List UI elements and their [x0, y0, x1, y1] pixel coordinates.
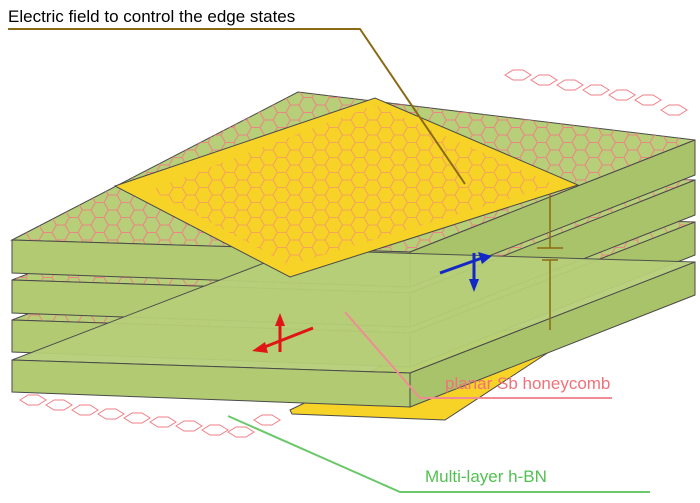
leader-electric-field — [8, 28, 466, 185]
spin-arrow-red-icon — [252, 313, 314, 353]
hbn-layer-base — [11, 249, 696, 408]
spin-arrow-blue-icon — [439, 252, 492, 292]
battery-icon — [537, 195, 563, 330]
leader-lines — [8, 28, 650, 493]
top-electrode-plate — [113, 97, 580, 278]
label-hbn: Multi-layer h-BN — [425, 467, 547, 486]
label-electric-field: Electric field to control the edge state… — [8, 7, 295, 26]
leader-sb-honeycomb — [344, 311, 612, 399]
label-sb-honeycomb: planar Sb honeycomb — [445, 374, 610, 393]
leader-hbn — [227, 415, 650, 493]
honeycomb-edge-fringe — [19, 69, 688, 438]
